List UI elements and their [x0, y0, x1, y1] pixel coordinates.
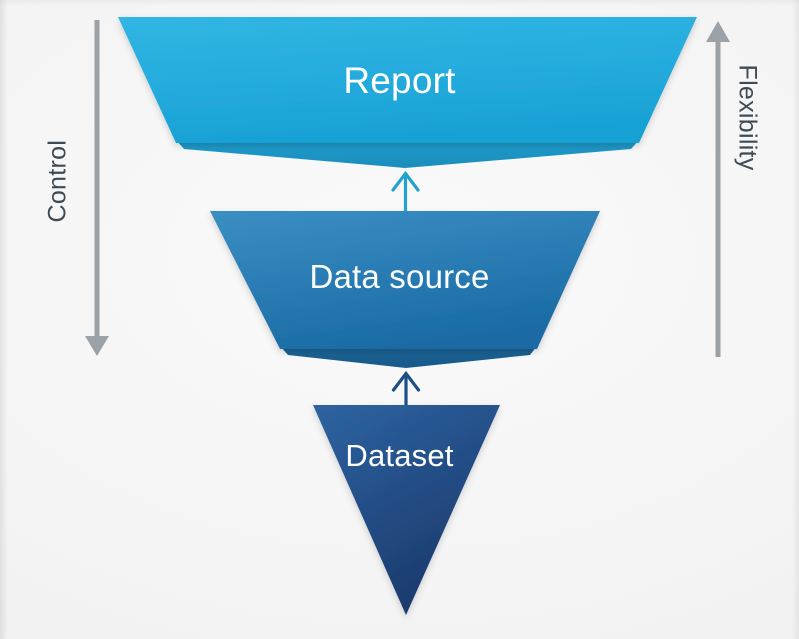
axis-control-arrow — [85, 20, 109, 356]
data-source-fold-band — [280, 346, 537, 368]
arrow-datasource-to-report — [391, 170, 420, 213]
report-body — [118, 17, 697, 143]
report-fold-band — [176, 140, 639, 168]
funnel-stage-dataset[interactable] — [313, 405, 500, 615]
funnel-stage-report[interactable] — [118, 17, 697, 168]
data-source-body — [210, 211, 600, 349]
dataset-body — [313, 405, 500, 615]
funnel-stage-data-source[interactable] — [210, 211, 600, 368]
axis-flexibility-arrow — [706, 21, 730, 357]
arrow-dataset-to-datasource — [391, 370, 421, 406]
